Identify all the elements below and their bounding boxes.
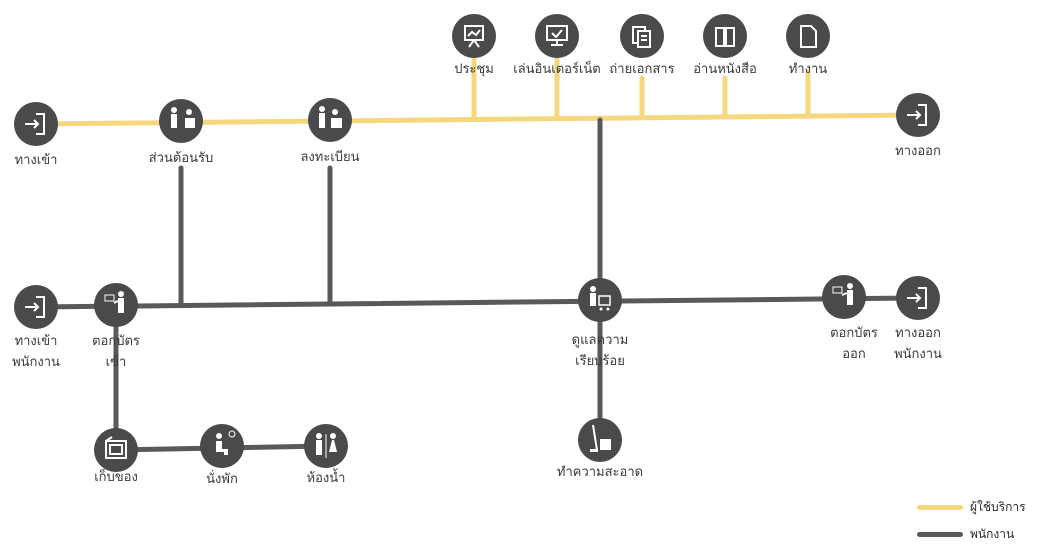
legend-visitor-label: ผู้ใช้บริการ	[970, 500, 1026, 514]
staff-main-line	[33, 295, 921, 310]
time-clock-icon	[832, 283, 853, 305]
node-register	[308, 98, 352, 142]
document-page-icon	[800, 25, 817, 48]
node-clock-out	[822, 275, 866, 319]
label-care-1: ดูแลความ	[571, 333, 629, 348]
label-staff-entrance-2: พนักงาน	[12, 355, 60, 370]
node-cleaning	[578, 418, 622, 462]
label-exit: ทางออก	[895, 144, 941, 159]
time-clock-icon	[104, 291, 124, 313]
label-register: ลงทะเบียน	[300, 150, 360, 165]
node-work	[786, 14, 830, 58]
label-rest: นั่งพัก	[206, 472, 238, 487]
legend-visitor-swatch	[917, 505, 963, 510]
seated-person-icon	[216, 430, 236, 455]
label-staff-exit-2: พนักงาน	[894, 347, 942, 362]
document-copy-icon	[632, 26, 651, 48]
label-clock-out-1: ตอกบัตร	[830, 326, 878, 341]
node-staff-entrance	[14, 285, 58, 329]
node-clock-in	[94, 283, 138, 327]
node-restroom	[304, 424, 348, 468]
node-reception	[159, 99, 203, 143]
legend-staff-swatch	[917, 532, 963, 537]
node-storage	[94, 428, 138, 472]
door-exit-icon	[907, 287, 927, 309]
node-copy	[620, 14, 664, 58]
mop-bucket-icon	[590, 424, 611, 452]
node-staff-exit	[896, 276, 940, 320]
label-cleaning: ทำความสะอาด	[556, 465, 644, 480]
label-copy: ถ่ายเอกสาร	[609, 62, 675, 77]
label-clock-out-2: ออก	[842, 347, 866, 362]
label-reading: อ่านหนังสือ	[693, 62, 757, 77]
label-staff-exit-1: ทางออก	[895, 326, 941, 341]
label-internet: เล่นอินเตอร์เน็ต	[513, 62, 601, 77]
locker-icon	[105, 436, 127, 459]
label-reception: ส่วนต้อนรับ	[148, 151, 214, 166]
label-restroom: ห้องน้ำ	[306, 471, 346, 486]
cleaning-cart-icon	[590, 286, 611, 311]
node-entrance	[14, 102, 58, 146]
book-icon	[715, 27, 735, 47]
label-staff-entrance-1: ทางเข้า	[14, 334, 58, 349]
restroom-icon	[316, 433, 337, 458]
registration-icon	[319, 106, 342, 128]
door-enter-icon	[25, 296, 45, 318]
node-exit	[896, 93, 940, 137]
staff-path	[33, 117, 921, 453]
node-reading	[703, 14, 747, 58]
label-entrance: ทางเข้า	[14, 153, 58, 168]
label-storage: เก็บของ	[94, 470, 138, 485]
node-meeting	[452, 14, 496, 58]
node-rest	[200, 424, 244, 468]
computer-monitor-icon	[546, 25, 568, 46]
label-care-2: เรียบร้อย	[575, 354, 625, 369]
label-work: ทำงาน	[788, 62, 828, 77]
reception-desk-icon	[171, 107, 195, 128]
label-clock-in-2: เข้า	[105, 355, 127, 370]
presentation-board-icon	[464, 25, 484, 48]
label-meeting: ประชุม	[454, 62, 494, 77]
node-care	[578, 278, 622, 322]
node-internet	[535, 14, 579, 58]
door-enter-icon	[25, 113, 45, 135]
legend-staff-label: พนักงาน	[970, 527, 1015, 541]
label-clock-in-1: ตอกบัตร	[92, 334, 140, 349]
door-exit-icon	[907, 104, 927, 126]
